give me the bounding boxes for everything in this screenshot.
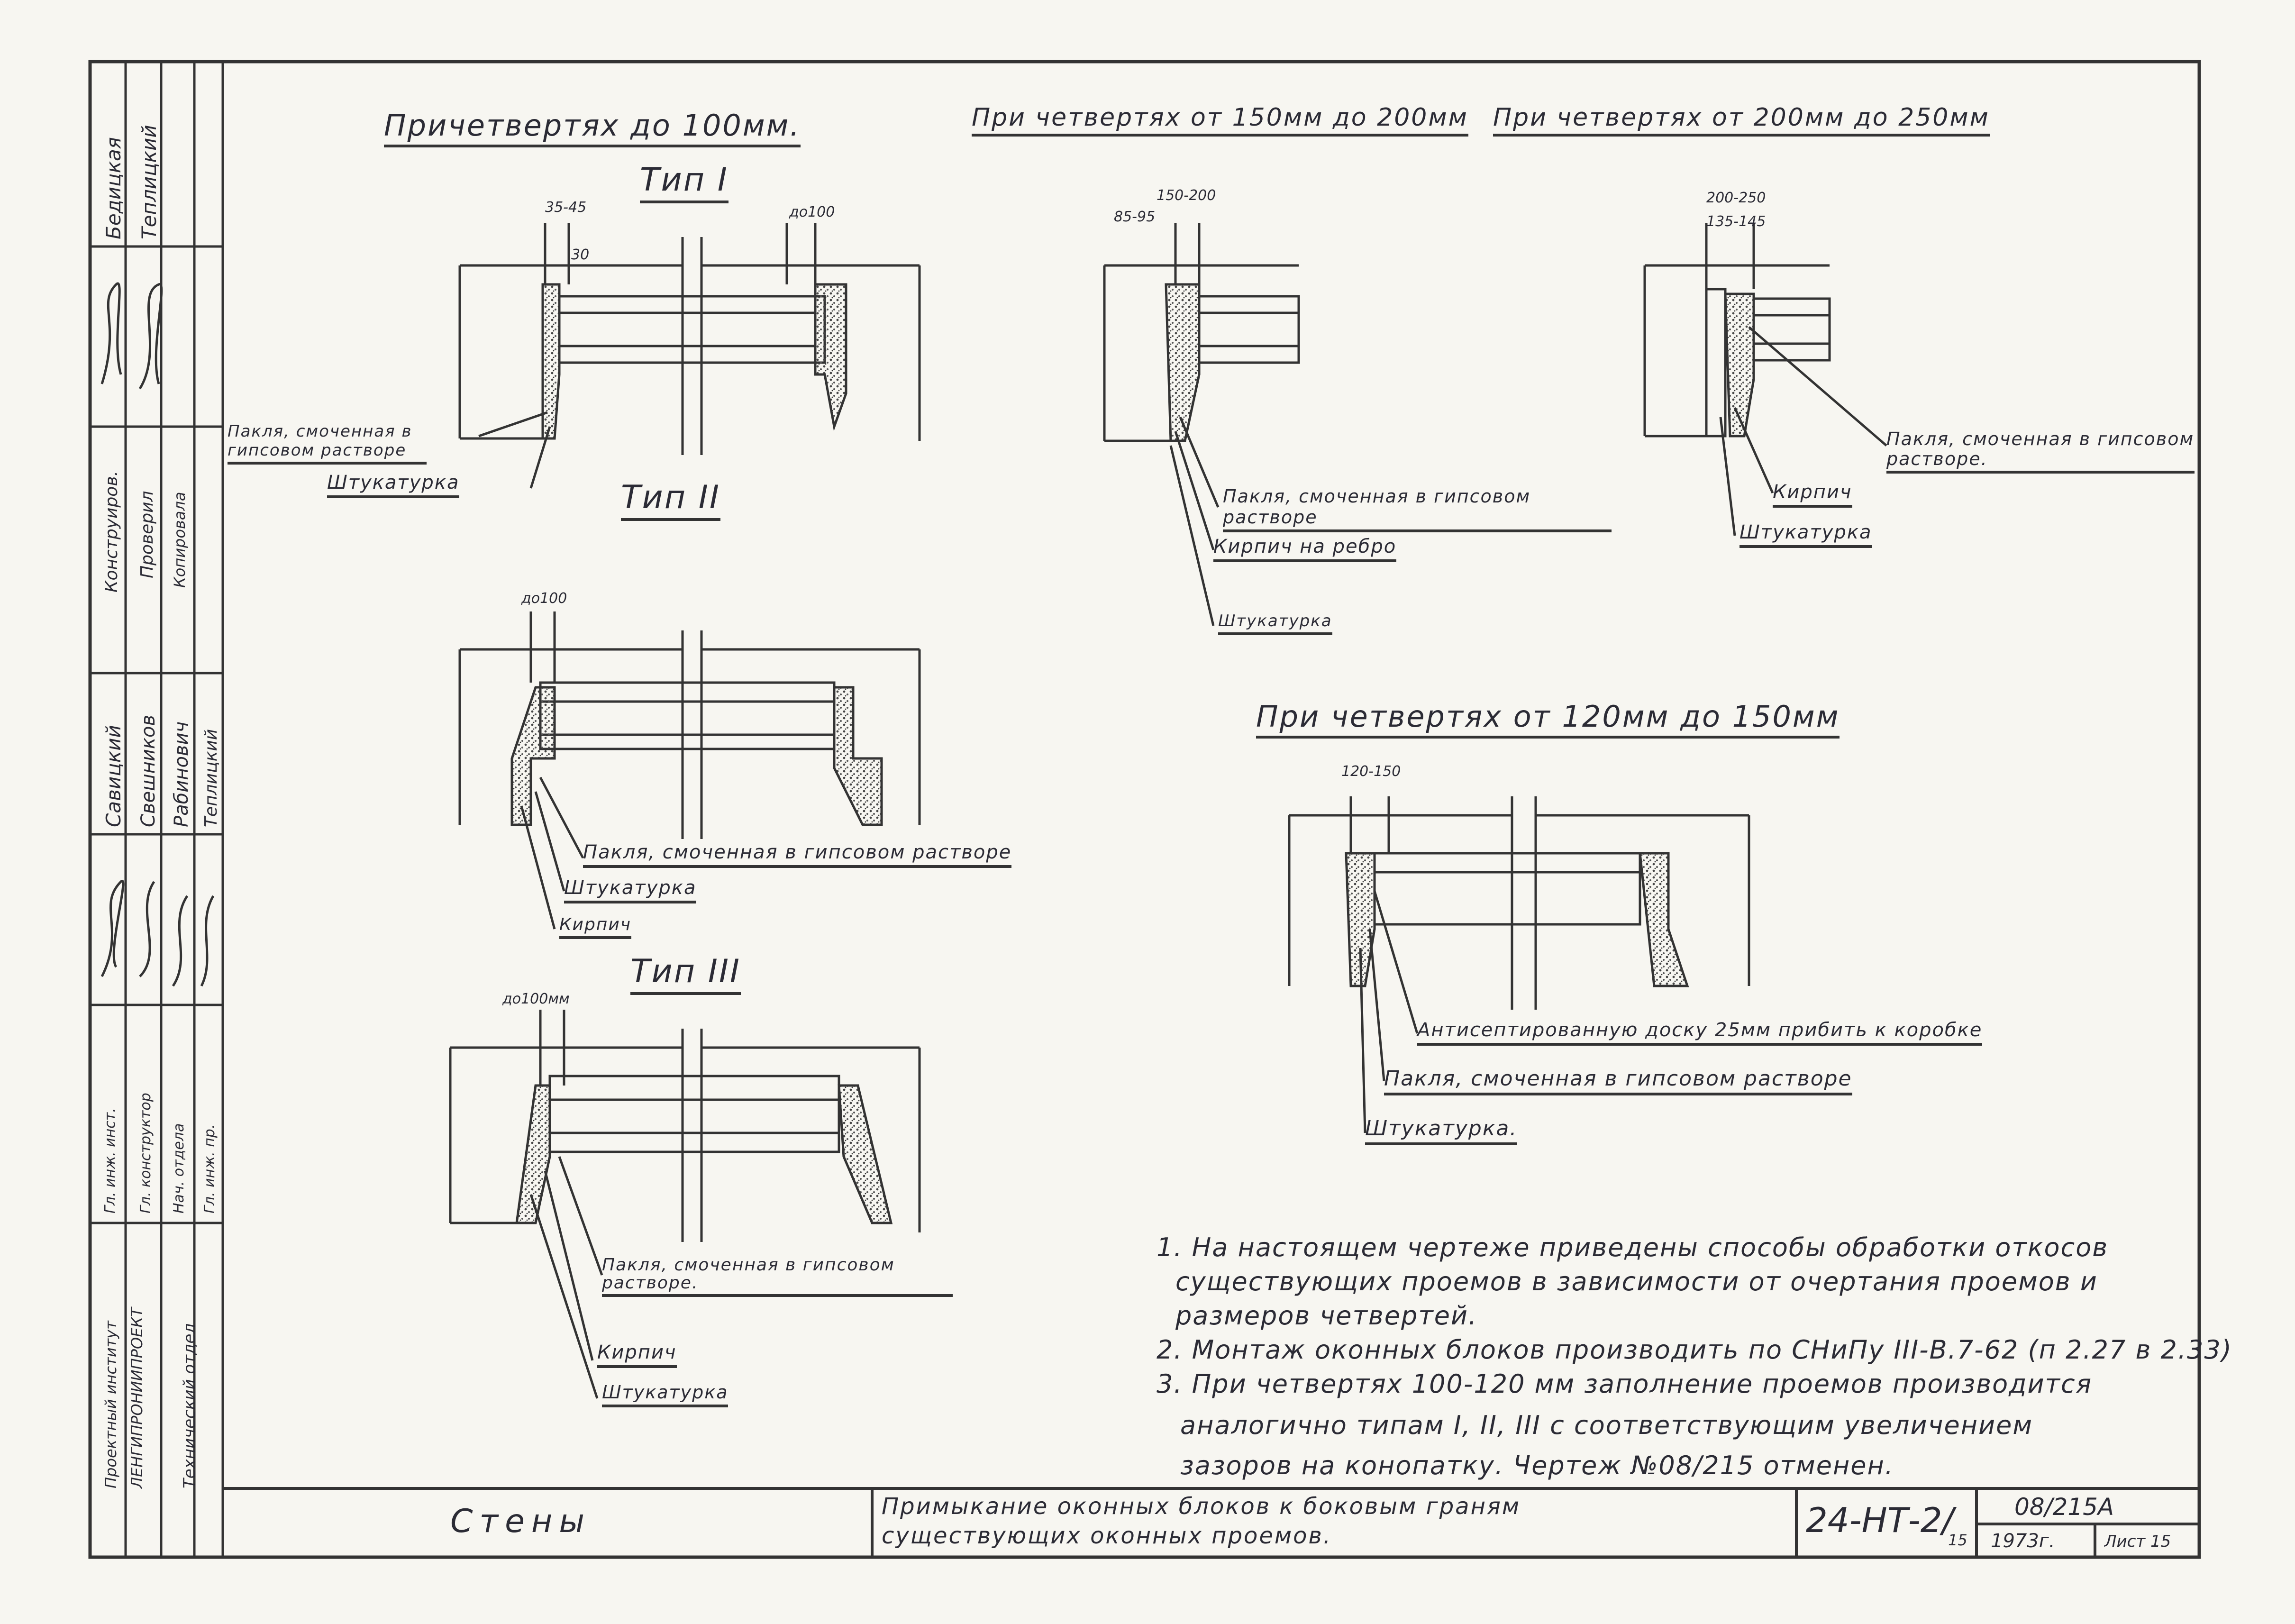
outer-frame xyxy=(88,60,2201,1559)
side-stamp-grid xyxy=(90,62,224,1557)
label-200-250-paklya: Пакля, смоченная в гипсовом растворе. xyxy=(1886,429,2195,474)
note-line-3: размеров четвертей. xyxy=(1175,1301,1478,1331)
title-sheet: Лист 15 xyxy=(2104,1532,2171,1551)
detail-150-200 xyxy=(1103,223,1300,626)
heading-quarter-200-250: При четвертях от 200мм до 250мм xyxy=(1493,103,1990,137)
label-type1-paklya: Пакля, смоченная в гипсовом растворе xyxy=(228,422,427,465)
label-150-200-kirpich: Кирпич на ребро xyxy=(1213,536,1397,562)
heading-quarter-120-150: При четвертях от 120мм до 150мм xyxy=(1256,699,1840,739)
label-120-150-doska: Антисептированную доску 25мм прибить к к… xyxy=(1417,1019,1983,1046)
dim-do100mm-type3: до100мм xyxy=(502,991,570,1007)
label-type3-shtukaturka: Штукатурка xyxy=(602,1382,729,1407)
signature-marks xyxy=(100,282,215,987)
signature-3 xyxy=(100,879,125,977)
title-drawing-number: 08/215А xyxy=(2014,1493,2114,1521)
title-section: Стены xyxy=(450,1503,592,1540)
note-line-5: 3. При четвертях 100-120 мм заполнение п… xyxy=(1157,1369,2093,1399)
signature-1 xyxy=(100,282,122,384)
detail-200-250 xyxy=(1643,223,1887,536)
dim-120-150: 120-150 xyxy=(1341,763,1401,780)
dim-do100-type2: до100 xyxy=(521,590,567,607)
dim-35-45: 35-45 xyxy=(545,199,587,216)
title-description-1: Примыкание оконных блоков к боковым гран… xyxy=(882,1493,1521,1520)
title-code: 24-НТ-2/ xyxy=(1806,1500,1954,1540)
dim-do100-type1: до100 xyxy=(789,204,835,220)
signature-2 xyxy=(138,283,163,390)
heading-type-2: Тип II xyxy=(621,479,720,521)
dim-150-200: 150-200 xyxy=(1157,187,1216,204)
stamp-institute-1: Проектный институт xyxy=(102,1321,120,1488)
detail-120-150 xyxy=(1288,796,1750,1133)
stamp-department: Технический отдел xyxy=(180,1323,199,1488)
detail-type-3 xyxy=(449,1010,921,1399)
label-type3-kirpich: Кирпич xyxy=(597,1341,677,1368)
title-year: 1973г. xyxy=(1991,1530,2055,1552)
note-line-6: аналогично типам I, II, III с соответств… xyxy=(1180,1410,2033,1440)
signature-4 xyxy=(139,881,155,977)
heading-type-3: Тип III xyxy=(630,953,741,995)
detail-type-1 xyxy=(458,223,921,489)
note-line-2: существующих проемов в зависимости от оч… xyxy=(1175,1267,2098,1296)
dim-135-145: 135-145 xyxy=(1706,213,1766,230)
stamp-name-2: Теплицкий xyxy=(137,125,161,239)
label-150-200-shtukaturka: Штукатурка xyxy=(1218,611,1332,635)
label-type3-paklya: Пакля, смоченная в гипсовом растворе. xyxy=(602,1256,953,1297)
title-block-grid xyxy=(223,1487,2199,1557)
label-120-150-shtukaturka: Штукатурка. xyxy=(1365,1116,1518,1145)
signature-6 xyxy=(200,895,215,987)
label-type2-shtukaturka: Штукатурка xyxy=(564,877,697,903)
label-200-250-kirpich: Кирпич xyxy=(1773,481,1852,508)
label-120-150-paklya: Пакля, смоченная в гипсовом растворе xyxy=(1384,1067,1852,1095)
heading-type-1: Тип I xyxy=(640,161,729,203)
stamp-name-1: Бедицкая xyxy=(102,137,125,239)
note-line-7: зазоров на конопатку. Чертеж №08/215 отм… xyxy=(1180,1451,1894,1480)
heading-quarter-100: Причетвертях до 100мм. xyxy=(384,108,801,147)
label-type1-shtukaturka: Штукатурка xyxy=(327,472,460,498)
dim-85-95: 85-95 xyxy=(1114,209,1156,225)
dim-30: 30 xyxy=(571,246,590,263)
heading-quarter-150-200: При четвертях от 150мм до 200мм xyxy=(972,103,1468,137)
title-description-2: существующих оконных проемов. xyxy=(882,1523,1332,1549)
label-type2-kirpich: Кирпич xyxy=(559,915,632,939)
title-sub-code: 15 xyxy=(1948,1531,1967,1549)
label-type2-paklya: Пакля, смоченная в гипсовом растворе xyxy=(583,841,1012,868)
stamp-institute-2: ЛЕНГИПРОНИИПРОЕКТ xyxy=(128,1307,146,1488)
label-150-200-paklya: Пакля, смоченная в гипсовом растворе xyxy=(1223,486,1612,532)
note-line-4: 2. Монтаж оконных блоков производить по … xyxy=(1157,1335,2232,1365)
note-line-1: 1. На настоящем чертеже приведены способ… xyxy=(1157,1232,2109,1262)
dim-200-250: 200-250 xyxy=(1706,190,1766,206)
detail-type-2 xyxy=(458,611,921,930)
signature-5 xyxy=(172,895,189,987)
label-200-250-shtukaturka: Штукатурка xyxy=(1739,521,1872,548)
